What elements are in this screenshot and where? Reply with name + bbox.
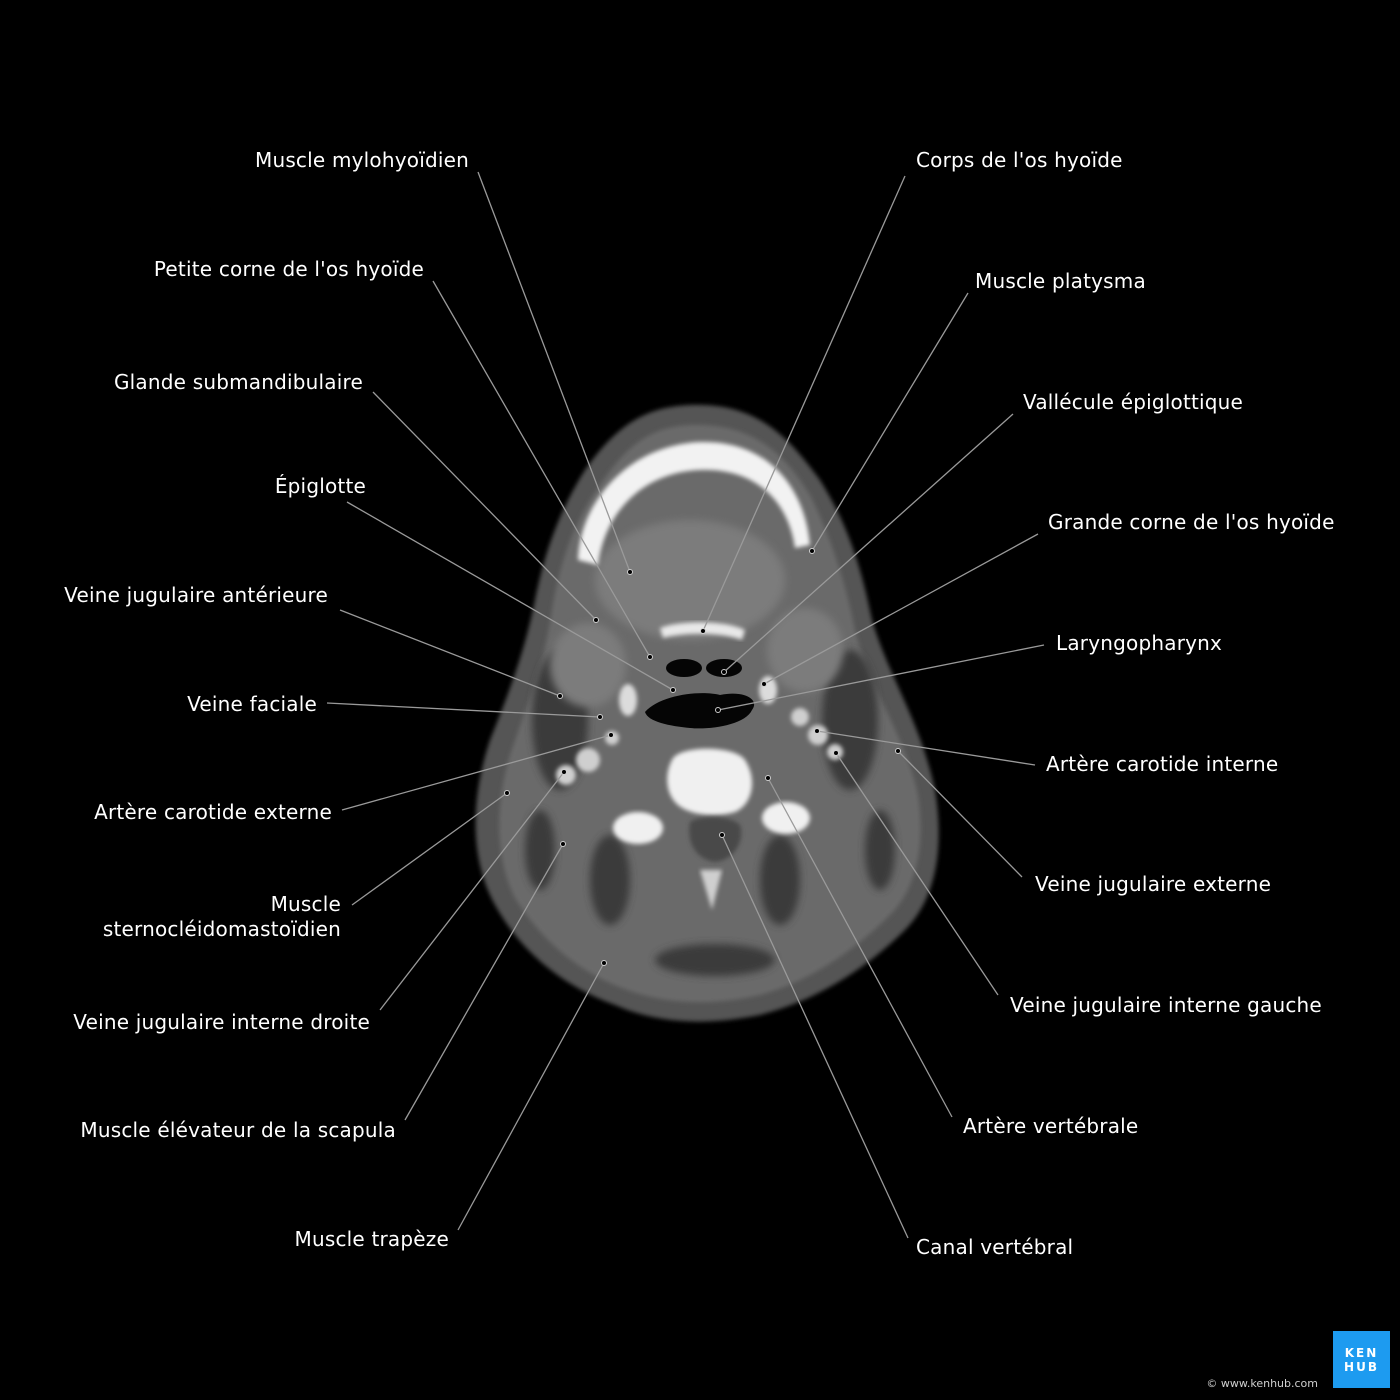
label-artere-carotide-externe: Artère carotide externe: [94, 800, 332, 824]
label-veine-jugulaire-interne-gauche: Veine jugulaire interne gauche: [1010, 993, 1322, 1017]
label-muscle-trapeze: Muscle trapèze: [294, 1227, 449, 1251]
label-artere-carotide-interne: Artère carotide interne: [1046, 752, 1279, 776]
label-muscle-mylohyoidien: Muscle mylohyoïdien: [254, 148, 469, 172]
label-veine-jugulaire-externe: Veine jugulaire externe: [1035, 872, 1272, 896]
airway: [645, 659, 755, 729]
vertebra: [613, 748, 810, 910]
label-laryngopharynx: Laryngopharynx: [1056, 631, 1223, 655]
label-muscle-platysma: Muscle platysma: [975, 269, 1146, 293]
label-veine-faciale: Veine faciale: [187, 692, 317, 716]
logo-line-1: KEN: [1344, 1345, 1379, 1360]
label-vallecule-epiglottique: Vallécule épiglottique: [1023, 390, 1244, 414]
label-glande-submandibulaire: Glande submandibulaire: [113, 370, 363, 394]
label-epiglotte: Épiglotte: [274, 474, 366, 498]
leader-lines: [326, 171, 1045, 1239]
label-veine-jugulaire-anterieure: Veine jugulaire antérieure: [64, 583, 328, 607]
label-muscle-sternocleidomastoidien: Muscle sternocléidomastoïdien: [102, 892, 341, 941]
leader-dots: [504, 548, 901, 966]
kenhub-logo[interactable]: KEN HUB: [1333, 1331, 1390, 1388]
label-muscle-elevateur-scapula: Muscle élévateur de la scapula: [80, 1118, 396, 1142]
label-veine-jugulaire-interne-droite: Veine jugulaire interne droite: [73, 1010, 370, 1034]
label-canal-vertebral: Canal vertébral: [916, 1235, 1074, 1259]
label-grande-corne-hyoide: Grande corne de l'os hyoïde: [1048, 510, 1335, 534]
label-corps-os-hyoide: Corps de l'os hyoïde: [916, 148, 1123, 172]
copyright-text: © www.kenhub.com: [1206, 1377, 1318, 1390]
soft-tissue-structures: [550, 520, 843, 707]
vessels: [556, 708, 843, 785]
label-petite-corne-hyoide: Petite corne de l'os hyoïde: [153, 257, 424, 281]
mandible: [578, 441, 810, 565]
logo-line-2: HUB: [1344, 1359, 1379, 1374]
label-artere-vertebrale: Artère vertébrale: [963, 1114, 1139, 1138]
